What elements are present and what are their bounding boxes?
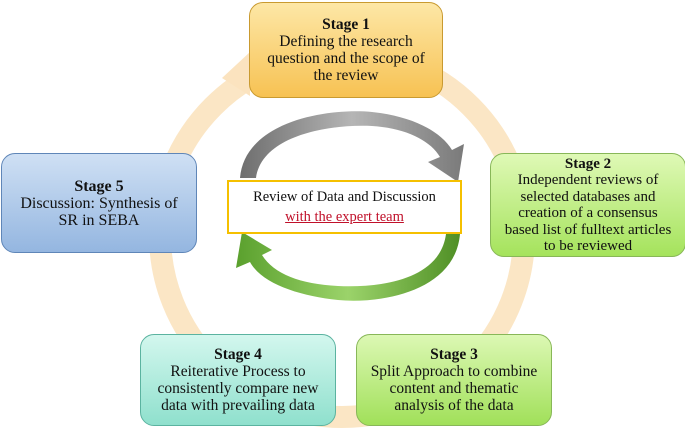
stage-3-text-line: Split Approach to combine [370, 363, 538, 380]
stage-4-text-line: Reiterative Process to [170, 363, 306, 380]
stage-3-text-line: analysis of the data [394, 397, 514, 414]
stage-5-title: Stage 5 [74, 177, 124, 195]
stage-2-title: Stage 2 [564, 155, 612, 172]
stage-2-box: Stage 2 Independent reviews of selected … [490, 153, 685, 257]
upper-cycle-arrow [240, 111, 464, 182]
stage-2-text-line: to be reviewed [543, 238, 633, 254]
ring-arrowhead [222, 52, 250, 96]
stage-1-title: Stage 1 [322, 16, 370, 33]
expert-team-link[interactable]: with the expert team [285, 209, 404, 225]
stage-3-box: Stage 3 Split Approach to combine conten… [356, 334, 552, 426]
stage-5-text-line: SR in SEBA [58, 211, 140, 229]
stage-2-text-line: selected databases and [520, 188, 656, 205]
stage-1-text-line: question and the scope of [267, 50, 425, 67]
stage-4-box: Stage 4 Reiterative Process to consisten… [140, 334, 336, 426]
stage-4-text-line: consistently compare new [157, 380, 319, 397]
stage-5-box: Stage 5 Discussion: Synthesis of SR in S… [1, 153, 197, 253]
center-review-box: Review of Data and Discussion with the e… [227, 180, 462, 234]
stage-2-text-line: creation of a consensus [518, 205, 658, 221]
stage-4-title: Stage 4 [214, 346, 262, 363]
stage-2-text-line: based list of fulltext articles [504, 221, 672, 238]
stage-3-text-line: content and thematic [389, 380, 519, 397]
stage-1-box: Stage 1 Defining the research question a… [249, 2, 443, 98]
stage-1-text-line: the review [313, 67, 379, 84]
stage-3-title: Stage 3 [430, 346, 478, 363]
stage-1-text-line: Defining the research [279, 33, 413, 50]
lower-cycle-arrow [236, 232, 460, 301]
center-review-text: Review of Data and Discussion [253, 189, 436, 205]
stage-4-text-line: data with prevailing data [161, 397, 315, 414]
stage-2-text-line: Independent reviews of [517, 172, 659, 188]
stage-5-text-line: Discussion: Synthesis of [20, 194, 178, 212]
